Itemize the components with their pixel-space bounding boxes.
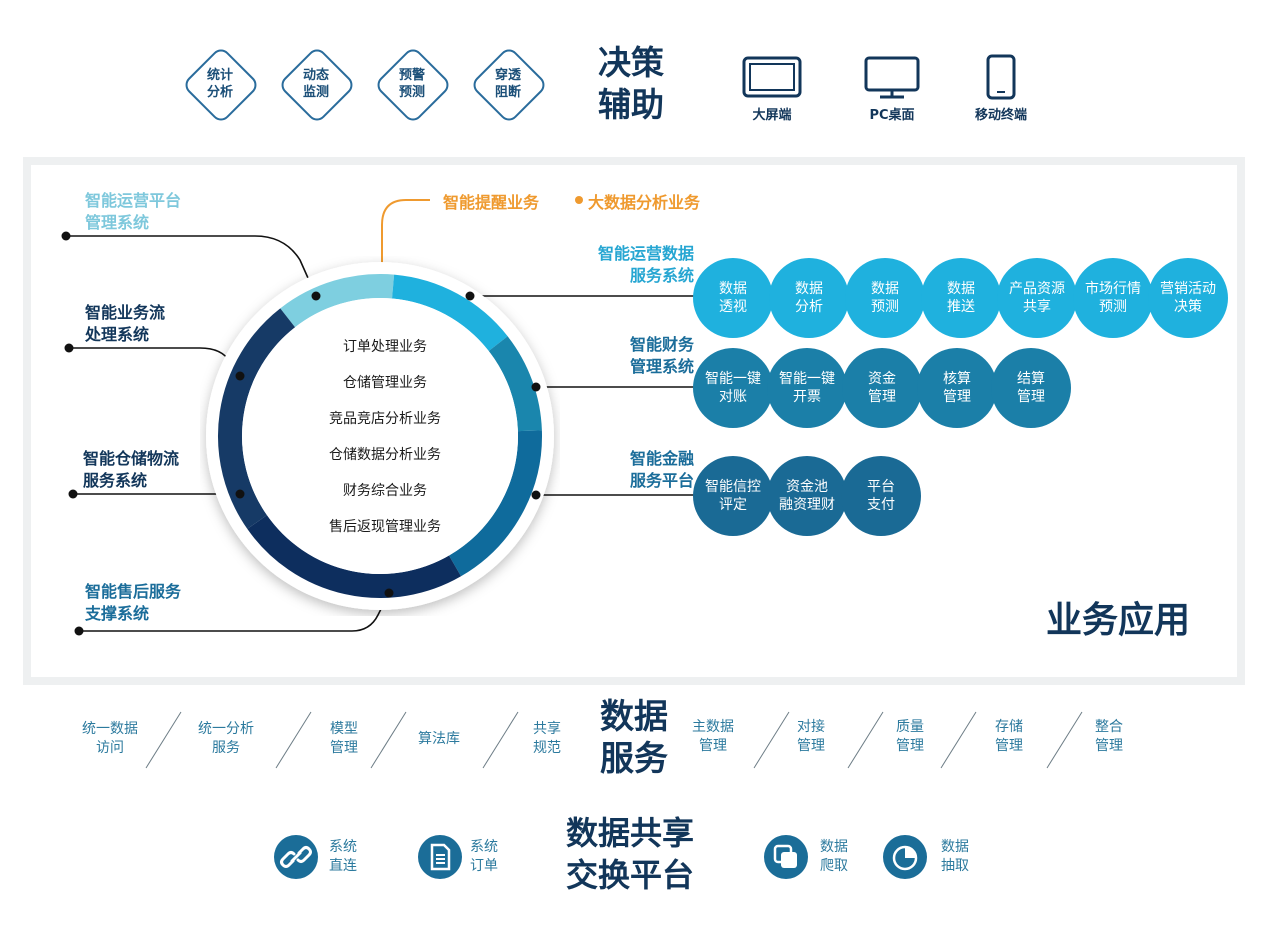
system-label-business-flow: 智能业务流处理系统 — [85, 303, 166, 344]
svc-sharing-standard: 共享规范 — [533, 721, 561, 756]
exchange-label-crawl: 数据爬取 — [820, 839, 848, 874]
business-ring — [206, 262, 554, 610]
mobile-phone-icon — [986, 54, 1016, 100]
system-label-finance: 智能财务管理系统 — [629, 335, 694, 376]
svc-unified-access: 统一数据访问 — [82, 721, 138, 756]
circle-accounting-management: 核算管理 — [917, 348, 997, 428]
svc-algorithm-library: 算法库 — [418, 731, 460, 747]
system-label-after-sales: 智能售后服务支撑系统 — [85, 582, 182, 623]
circle-fund-management: 资金管理 — [842, 348, 922, 428]
diamond-dynamic-monitor: 动态监测 — [277, 45, 357, 125]
inner-item-finance: 财务综合业务 — [343, 483, 427, 499]
ring-segment-teal — [488, 336, 542, 432]
inner-item-warehouse: 仓储管理业务 — [343, 375, 427, 391]
exchange-label-extract: 数据抽取 — [941, 839, 969, 874]
circle-data-forecast: 数据预测 — [845, 258, 925, 338]
exchange-label-direct: 系统直连 — [329, 839, 357, 874]
circle-auto-invoice: 智能一键开票 — [767, 348, 847, 428]
device-label-mobile: 移动终端 — [974, 108, 1027, 123]
device-label-large-screen: 大屏端 — [752, 108, 792, 123]
system-label-warehouse-logistics: 智能仓储物流服务系统 — [83, 449, 180, 490]
layers-icon — [764, 835, 808, 879]
circle-data-perspective: 数据透视 — [693, 258, 773, 338]
svc-storage-management: 存储管理 — [995, 719, 1023, 754]
monitor-icon — [864, 56, 920, 99]
circle-fund-pool: 资金池融资理财 — [767, 456, 847, 536]
circle-market-forecast: 市场行情预测 — [1073, 258, 1153, 338]
link-icon — [274, 835, 318, 879]
inner-item-competitor: 竞品竞店分析业务 — [329, 411, 441, 427]
ring-segment-blue — [448, 430, 542, 577]
exchange-title: 数据共享 交换平台 — [566, 814, 695, 894]
circle-credit-control: 智能信控评定 — [693, 456, 773, 536]
document-icon — [418, 835, 462, 879]
large-screen-icon — [742, 56, 802, 98]
inner-item-after-sales: 售后返现管理业务 — [329, 519, 441, 535]
ring-segment-cyan — [391, 274, 508, 352]
system-label-operation-data: 智能运营数据服务系统 — [597, 244, 694, 285]
orange-label-reminder: 智能提醒业务 — [443, 193, 540, 212]
diamond-penetrate-block: 穿透阻断 — [469, 45, 549, 125]
inner-item-order: 订单处理业务 — [343, 339, 427, 355]
inner-item-storage-analysis: 仓储数据分析业务 — [329, 447, 441, 463]
svc-master-data: 主数据管理 — [692, 719, 734, 754]
circle-marketing-decision: 营销活动决策 — [1148, 258, 1228, 338]
svc-model-management: 模型管理 — [330, 721, 358, 756]
diamond-stat-analysis: 统计分析 — [181, 45, 261, 125]
diamond-warning-forecast: 预警预测 — [373, 45, 453, 125]
svc-unified-analysis: 统一分析服务 — [198, 721, 254, 756]
ring-segment-light — [280, 274, 395, 328]
svc-integration-management: 整合管理 — [1095, 719, 1123, 754]
device-label-pc: PC桌面 — [869, 108, 915, 123]
circle-platform-payment: 平台支付 — [841, 456, 921, 536]
pie-chart-icon — [883, 835, 927, 879]
circle-data-analysis: 数据分析 — [769, 258, 849, 338]
circle-data-push: 数据推送 — [921, 258, 1001, 338]
circle-product-resource: 产品资源共享 — [997, 258, 1077, 338]
system-label-financial-service: 智能金融服务平台 — [629, 449, 694, 490]
ring-segment-deep — [247, 515, 461, 598]
circle-auto-reconcile: 智能一键对账 — [693, 348, 773, 428]
business-title: 业务应用 — [1046, 600, 1191, 641]
circle-settlement-management: 结算管理 — [991, 348, 1071, 428]
svc-quality-management: 质量管理 — [896, 719, 924, 754]
orange-label-bigdata: 大数据分析业务 — [588, 193, 701, 212]
exchange-label-order: 系统订单 — [470, 839, 498, 874]
svc-docking-management: 对接管理 — [797, 719, 825, 754]
system-label-operation-platform: 智能运营平台管理系统 — [85, 191, 182, 232]
decision-title: 决策 辅助 — [598, 43, 664, 124]
data-service-title: 数据 服务 — [600, 697, 668, 779]
